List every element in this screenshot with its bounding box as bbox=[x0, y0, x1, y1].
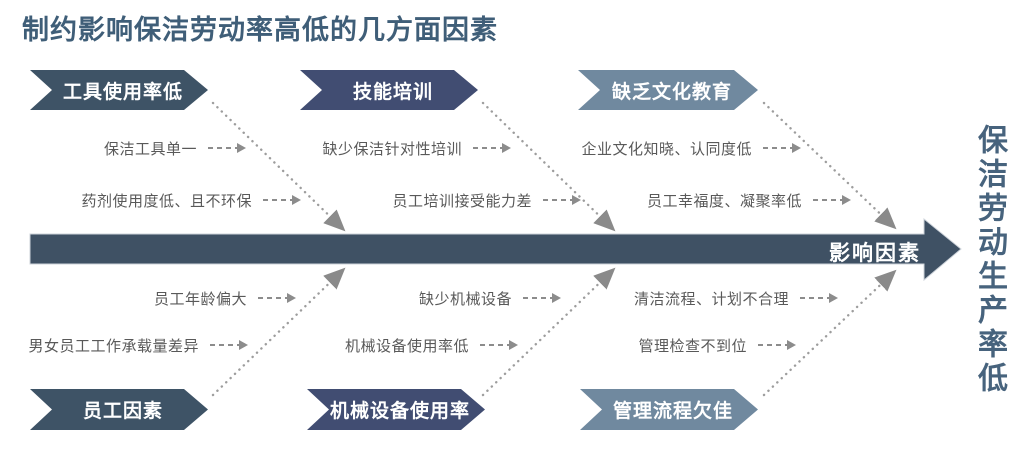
banner-label: 管理流程欠佳 bbox=[612, 401, 733, 422]
cause-item: 缺少保洁针对性培训 bbox=[322, 139, 512, 158]
diagonal-bottom-3 bbox=[762, 269, 897, 397]
cause-item: 企业文化知晓、认同度低 bbox=[581, 139, 802, 158]
cause-item: 男女员工工作承载量差异 bbox=[28, 336, 249, 355]
banner-skill-training: 技能培训 bbox=[300, 70, 478, 110]
diagonal-bottom-2 bbox=[481, 267, 616, 397]
cause-item: 员工年龄偏大 bbox=[153, 289, 297, 308]
diagonal-bottom-1 bbox=[211, 267, 346, 397]
dashed-arrow-icon bbox=[210, 340, 248, 350]
dashed-arrow-icon bbox=[258, 293, 296, 303]
cause-text: 保洁工具单一 bbox=[103, 140, 197, 158]
cause-text: 缺少机械设备 bbox=[418, 290, 512, 308]
dashed-arrow-icon bbox=[263, 195, 301, 205]
page-title: 制约影响保洁劳动率高低的几方面因素 bbox=[22, 15, 498, 45]
dashed-arrow-icon bbox=[763, 143, 801, 153]
dashed-arrow-icon bbox=[473, 143, 511, 153]
banner-label: 员工因素 bbox=[82, 401, 163, 422]
dashed-arrow-icon bbox=[523, 293, 561, 303]
diagonal-top-3 bbox=[762, 101, 897, 230]
cause-text: 男女员工工作承载量差异 bbox=[28, 337, 199, 355]
dashed-arrow-icon bbox=[480, 340, 518, 350]
banner-tool-usage: 工具使用率低 bbox=[30, 70, 208, 110]
dashed-arrow-icon bbox=[543, 195, 581, 205]
cause-item: 保洁工具单一 bbox=[103, 139, 247, 158]
cause-text: 清洁流程、计划不合理 bbox=[633, 290, 789, 308]
cause-text: 员工幸福度、凝聚率低 bbox=[646, 192, 802, 210]
cause-item: 清洁流程、计划不合理 bbox=[633, 289, 839, 308]
cause-text: 药剂使用度低、且不环保 bbox=[81, 192, 252, 210]
banner-equipment-usage: 机械设备使用率 bbox=[307, 389, 485, 430]
banner-label: 缺乏文化教育 bbox=[611, 81, 732, 103]
cause-text: 缺少保洁针对性培训 bbox=[322, 140, 462, 158]
banner-label: 工具使用率低 bbox=[62, 81, 183, 103]
dashed-arrow-icon bbox=[208, 143, 246, 153]
spine-arrow bbox=[29, 217, 962, 282]
banner-management-process: 管理流程欠佳 bbox=[580, 389, 758, 430]
diagonal-top-1 bbox=[211, 101, 346, 232]
cause-text: 机械设备使用率低 bbox=[344, 337, 469, 355]
banner-label: 技能培训 bbox=[352, 81, 433, 103]
dashed-arrow-icon bbox=[758, 340, 796, 350]
dashed-arrow-icon bbox=[800, 293, 838, 303]
spine-label: 影响因素 bbox=[829, 242, 921, 265]
cause-item: 药剂使用度低、且不环保 bbox=[81, 191, 302, 210]
cause-text: 员工年龄偏大 bbox=[153, 290, 247, 308]
banner-culture-education: 缺乏文化教育 bbox=[578, 70, 758, 110]
banner-label: 机械设备使用率 bbox=[329, 401, 470, 422]
cause-item: 机械设备使用率低 bbox=[344, 336, 519, 355]
outcome-label: 保洁劳动生产率低 bbox=[973, 124, 1006, 396]
cause-text: 企业文化知晓、认同度低 bbox=[581, 140, 752, 158]
cause-item: 员工幸福度、凝聚率低 bbox=[646, 191, 852, 210]
diagonal-top-2 bbox=[481, 101, 616, 232]
dashed-arrow-icon bbox=[813, 195, 851, 205]
cause-item: 员工培训接受能力差 bbox=[392, 191, 582, 210]
banner-employee-factor: 员工因素 bbox=[30, 389, 208, 430]
cause-text: 员工培训接受能力差 bbox=[392, 192, 532, 210]
cause-item: 管理检查不到位 bbox=[638, 336, 797, 355]
cause-item: 缺少机械设备 bbox=[418, 289, 562, 308]
cause-text: 管理检查不到位 bbox=[638, 337, 747, 355]
